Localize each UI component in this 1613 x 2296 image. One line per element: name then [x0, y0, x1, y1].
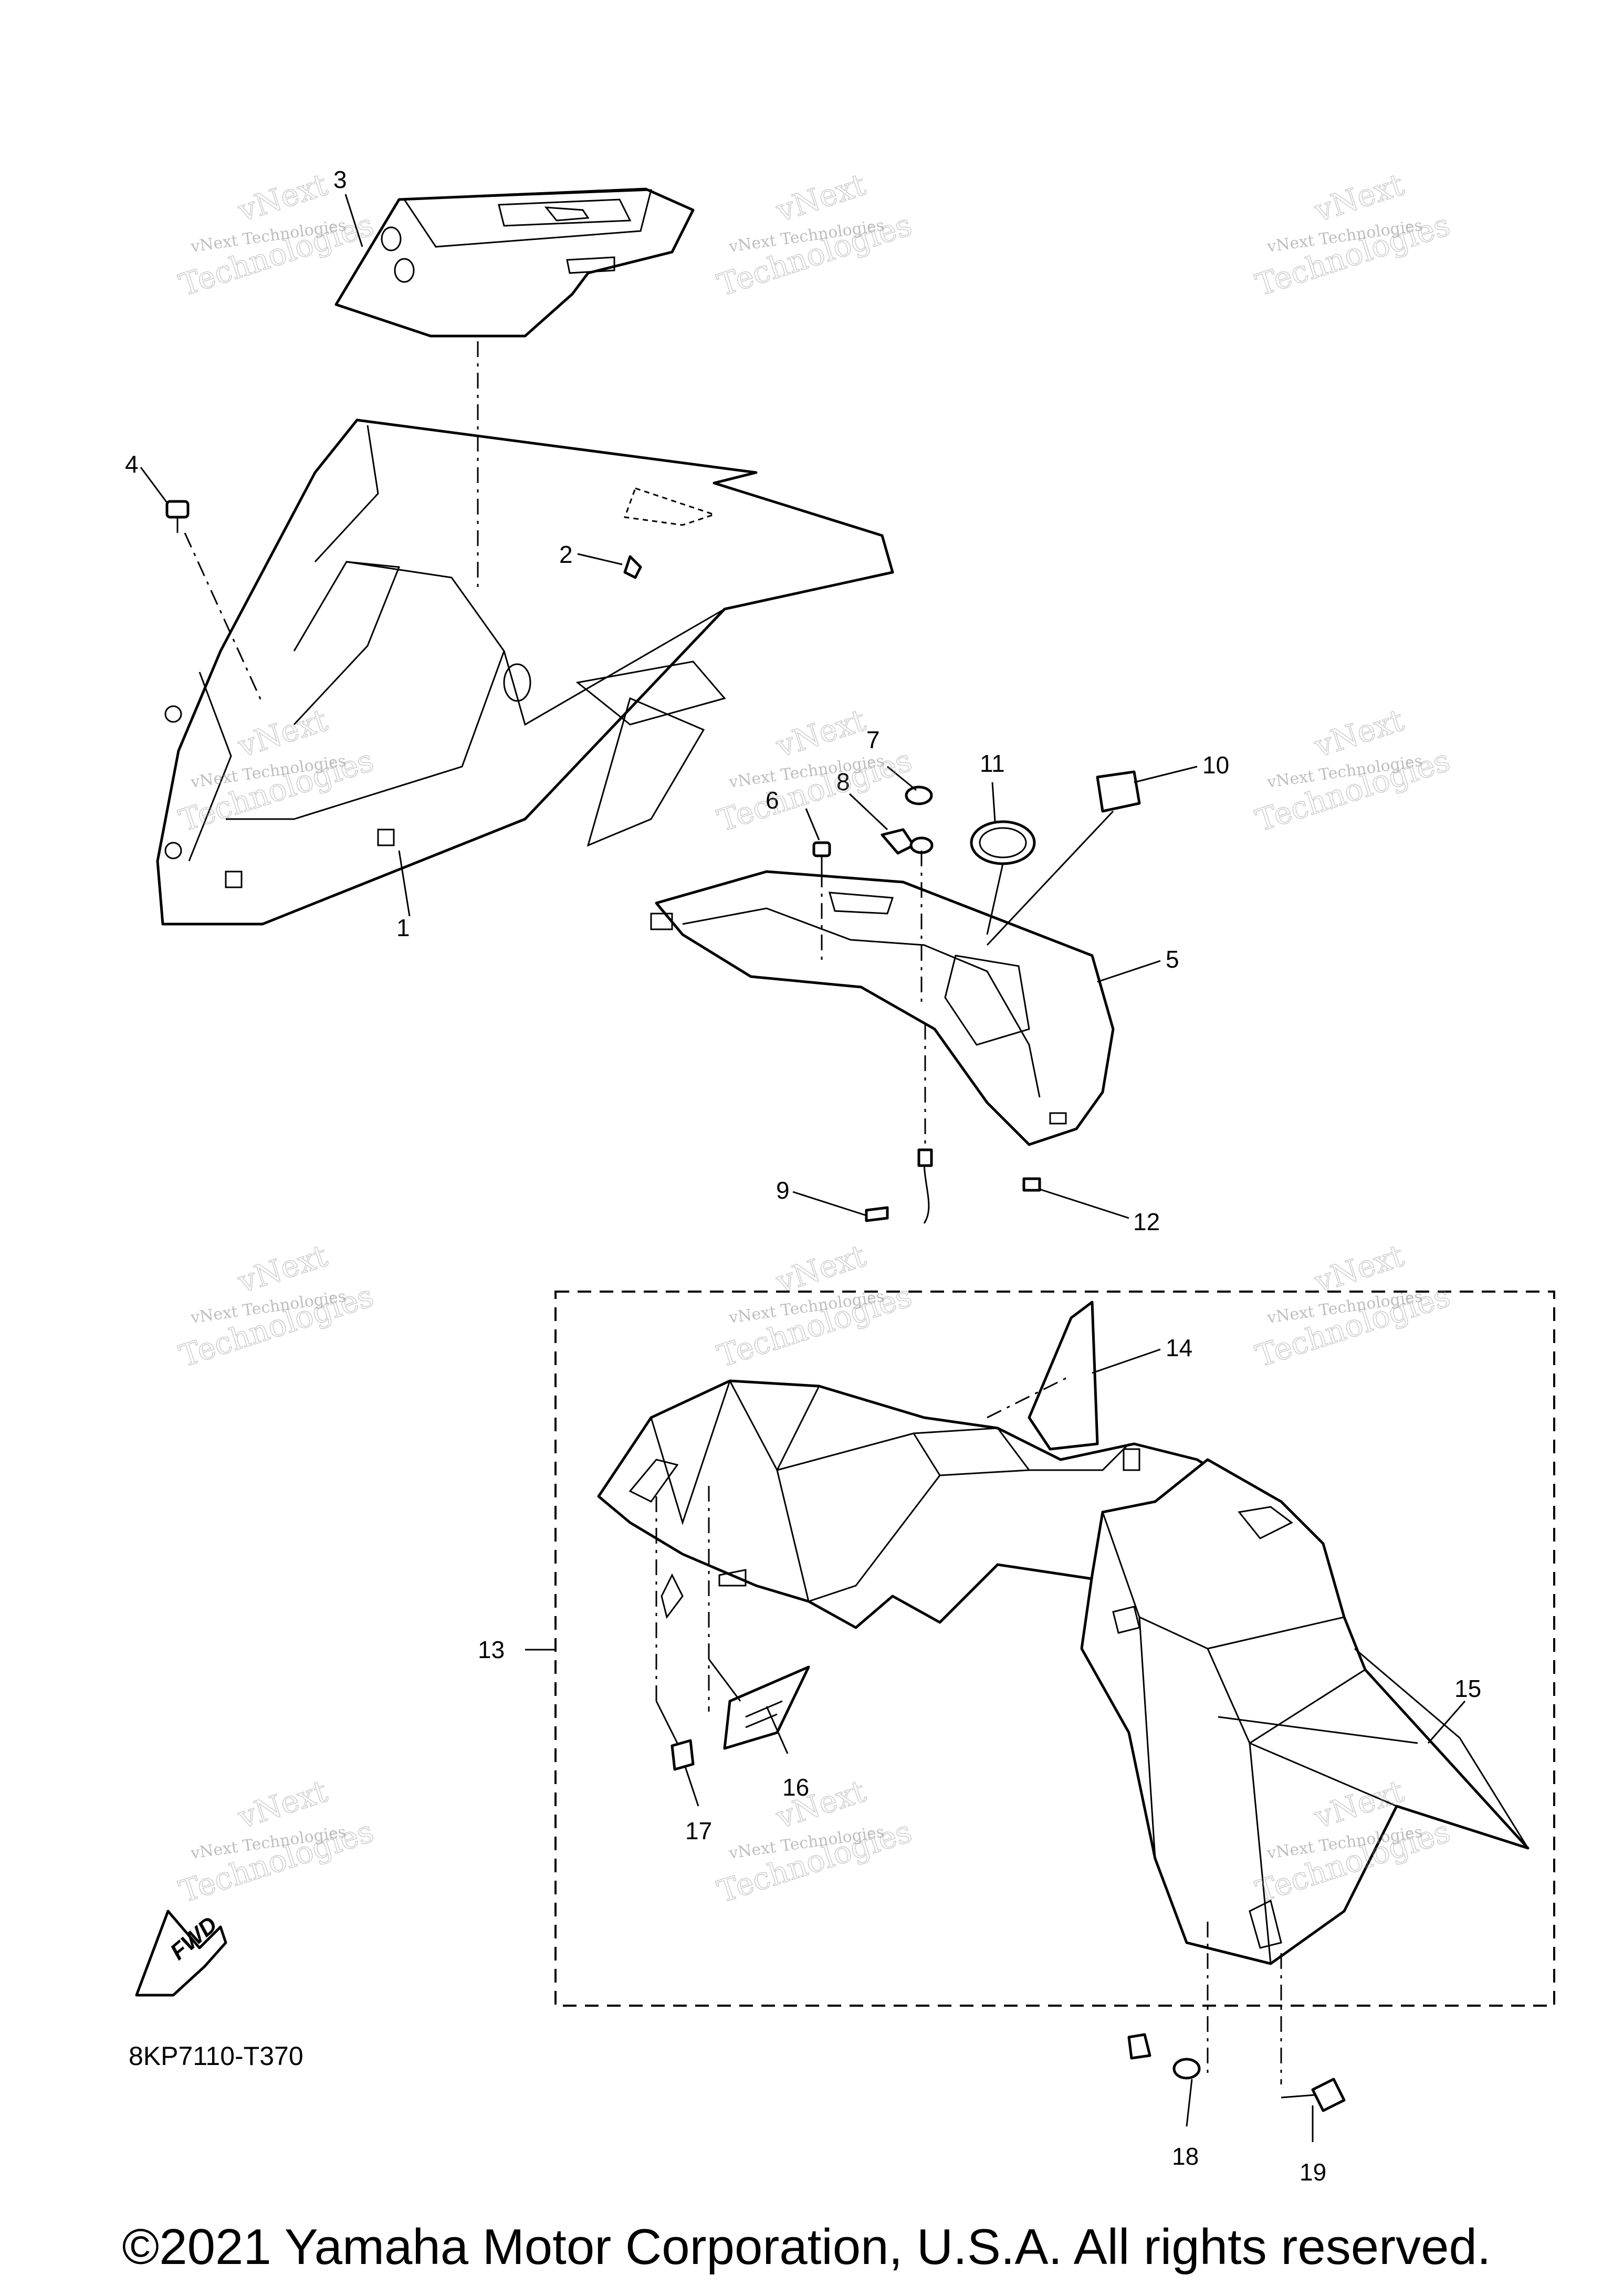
callout-19: 19 [1300, 2158, 1326, 2186]
callout-3: 3 [333, 166, 347, 193]
svg-text:vNext: vNext [1310, 166, 1408, 229]
part-6-screw [812, 841, 831, 872]
part-8-clip [881, 828, 934, 855]
svg-text:vNext: vNext [233, 166, 331, 229]
watermark: vNext Technologies vNext Technologies [1251, 166, 1455, 303]
part-19-bolt [1281, 2078, 1346, 2112]
callout-10: 10 [1202, 751, 1229, 779]
svg-text:Technologies: Technologies [175, 1278, 378, 1374]
svg-text:Technologies: Technologies [713, 1813, 916, 1910]
svg-text:Technologies: Technologies [1251, 742, 1454, 838]
svg-text:vNext: vNext [1310, 702, 1408, 764]
part-17-label [671, 1739, 695, 1771]
svg-text:Technologies: Technologies [175, 1813, 378, 1910]
callout-6: 6 [766, 787, 779, 814]
callout-9: 9 [776, 1177, 790, 1204]
callout-8: 8 [836, 768, 850, 795]
copyright-notice: ©2021 Yamaha Motor Corporation, U.S.A. A… [122, 2219, 1491, 2275]
part-5-inner-panel [650, 870, 1115, 1146]
part-12-clip [1022, 1177, 1041, 1192]
callout-7: 7 [866, 726, 880, 753]
svg-text:Technologies: Technologies [713, 742, 916, 838]
callout-4: 4 [125, 450, 139, 478]
diagram-code: 8KP7110-T370 [129, 2041, 303, 2071]
watermark: vNext Technologies vNext Technologies [713, 1237, 917, 1374]
fwd-arrow-icon: FWD [135, 1910, 227, 1997]
watermark: vNext Technologies vNext Technologies [713, 701, 917, 838]
svg-text:vNext: vNext [771, 702, 870, 764]
svg-text:vNext: vNext [233, 1238, 331, 1300]
part-14-panel [1028, 1301, 1099, 1451]
svg-text:vNext: vNext [771, 166, 870, 229]
part-2-screw [623, 555, 642, 579]
callout-18: 18 [1172, 2143, 1199, 2170]
part-10-switch [1096, 770, 1141, 813]
watermark: vNext Technologies vNext Technologies [713, 1773, 917, 1910]
svg-text:vNext: vNext [233, 1773, 331, 1836]
callout-12: 12 [1133, 1208, 1160, 1235]
part-3-top-cover [334, 187, 695, 338]
callout-14: 14 [1166, 1334, 1192, 1361]
part-15-side-cover-right [1080, 1458, 1530, 1965]
part-1-front-cowl [156, 418, 894, 926]
callout-17: 17 [685, 1817, 712, 1844]
part-9-wire [865, 1148, 933, 1224]
watermark: vNext Technologies vNext Technologies [1251, 701, 1455, 838]
watermark: vNext Technologies vNext Technologies [175, 166, 379, 303]
watermark: vNext Technologies vNext Technologies [175, 1237, 379, 1374]
watermark: vNext Technologies vNext Technologies [713, 166, 917, 303]
callout-5: 5 [1166, 946, 1179, 973]
watermark: vNext Technologies vNext Technologies [1251, 1237, 1455, 1374]
svg-text:Technologies: Technologies [1251, 207, 1454, 303]
callout-16: 16 [782, 1774, 809, 1801]
svg-text:Technologies: Technologies [713, 207, 916, 303]
watermark: vNext Technologies vNext Technologies [175, 1773, 379, 1910]
callout-15: 15 [1454, 1675, 1481, 1702]
callout-1: 1 [396, 914, 410, 941]
callout-11: 11 [980, 750, 1005, 777]
callout-2: 2 [559, 541, 573, 568]
part-7-grommet [905, 785, 933, 805]
part-4-bolt [165, 500, 190, 533]
part-11-ring [970, 820, 1036, 865]
callout-13: 13 [478, 1636, 505, 1663]
part-18-nut [1127, 2033, 1201, 2080]
